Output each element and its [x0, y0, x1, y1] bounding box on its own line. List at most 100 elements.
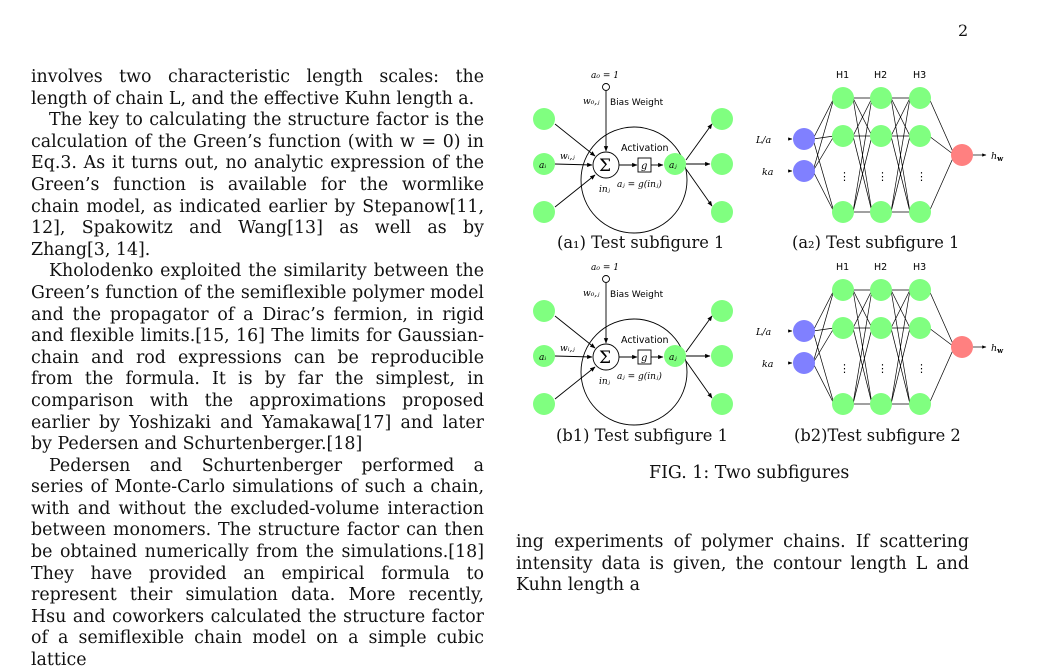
- input-node-ka: [793, 160, 815, 182]
- bias-weight-symbol: w₀,ⱼ: [583, 97, 600, 107]
- h2-label: H2: [874, 70, 887, 81]
- figure-caption: FIG. 1: Two subfigures: [649, 463, 850, 483]
- activation-label: Activation: [621, 335, 669, 346]
- activation-equation: aⱼ = g(inⱼ): [617, 371, 662, 382]
- output-node: [951, 336, 973, 358]
- bias-weight-symbol: w₀,ⱼ: [583, 289, 600, 299]
- h1-node-2: [832, 125, 854, 147]
- network-diagram-b2: H1 H2 H3 L/a ka hw ⋮ ⋮ ⋮: [755, 262, 1004, 415]
- output-node-bottom: [711, 201, 733, 223]
- h2-node-n: [870, 393, 892, 415]
- output-node: [951, 144, 973, 166]
- in-label: inⱼ: [599, 377, 611, 387]
- left-column: involves two characteristic length scale…: [31, 67, 484, 672]
- input-label-ka: ka: [762, 359, 774, 370]
- neuron-diagram-a1: a₀ = 1 w₀,ⱼ Bias Weight Activation Σ g a…: [533, 71, 733, 234]
- input-label-ka: ka: [762, 167, 774, 178]
- right-column: ing experiments of polymer chains. If sc…: [516, 532, 969, 597]
- h3-label: H3: [913, 262, 926, 273]
- activation-label: Activation: [621, 143, 669, 154]
- h2-node-1: [870, 279, 892, 301]
- output-label: hw: [991, 151, 1004, 163]
- activation-output-node: [664, 153, 686, 175]
- paragraph-1: involves two characteristic length scale…: [31, 67, 484, 109]
- h1-ellipsis: ⋮: [839, 362, 850, 375]
- sum-symbol: Σ: [599, 348, 611, 368]
- h1-node-n: [832, 201, 854, 223]
- output-symbol: aⱼ: [669, 161, 677, 171]
- input-node-top: [533, 300, 555, 322]
- sum-symbol: Σ: [599, 156, 611, 176]
- input-label-L-over-a: L/a: [755, 135, 772, 146]
- input-node-mid: [533, 153, 555, 175]
- h3-node-1: [909, 279, 931, 301]
- h2-node-2: [870, 317, 892, 339]
- network-diagram-a2: H1 H2 H3 L/a ka hw ⋮ ⋮ ⋮: [755, 70, 1004, 223]
- h1-node-2: [832, 317, 854, 339]
- bias-node: [602, 275, 610, 283]
- weight-symbol: wᵢ,ⱼ: [560, 152, 575, 162]
- paragraph-2: The key to calculating the structure fac…: [31, 110, 484, 260]
- in-label: inⱼ: [599, 185, 611, 195]
- neuron-diagram-b1: a₀ = 1 w₀,ⱼ Bias Weight Activation Σ g a…: [533, 263, 733, 426]
- input-node-bottom: [533, 201, 555, 223]
- h1-label: H1: [836, 70, 849, 81]
- input-node-L-over-a: [793, 128, 815, 150]
- h1-node-1: [832, 279, 854, 301]
- bias-input-label: a₀ = 1: [591, 71, 619, 81]
- output-node-mid: [711, 153, 733, 175]
- input-node-mid: [533, 345, 555, 367]
- input-symbol: aᵢ: [539, 353, 546, 363]
- output-node-mid: [711, 345, 733, 367]
- input-node-top: [533, 108, 555, 130]
- activation-equation: aⱼ = g(inⱼ): [617, 179, 662, 190]
- h1-label: H1: [836, 262, 849, 273]
- h2-ellipsis: ⋮: [877, 170, 888, 183]
- input-node-ka: [793, 352, 815, 374]
- network-connections: [788, 289, 987, 405]
- figure-graphics: a₀ = 1 w₀,ⱼ Bias Weight Activation Σ g a…: [533, 70, 1004, 426]
- h1-node-n: [832, 393, 854, 415]
- bias-node: [602, 83, 610, 91]
- h2-ellipsis: ⋮: [877, 362, 888, 375]
- activation-output-node: [664, 345, 686, 367]
- function-symbol: g: [641, 161, 647, 172]
- h3-node-n: [909, 201, 931, 223]
- output-label: hw: [991, 343, 1004, 355]
- weight-symbol: wᵢ,ⱼ: [560, 344, 575, 354]
- h3-label: H3: [913, 70, 926, 81]
- h3-ellipsis: ⋮: [916, 170, 927, 183]
- h3-node-2: [909, 125, 931, 147]
- input-symbol: aᵢ: [539, 161, 546, 171]
- h3-node-1: [909, 87, 931, 109]
- paragraph-4: Pedersen and Schurtenberger performed a …: [31, 455, 484, 671]
- output-node-top: [711, 300, 733, 322]
- h2-label: H2: [874, 262, 887, 273]
- h3-ellipsis: ⋮: [916, 362, 927, 375]
- h2-node-n: [870, 201, 892, 223]
- subcaption-a1: (a₁) Test subfigure 1: [557, 233, 725, 252]
- subcaption-b1: (b1) Test subfigure 1: [556, 426, 728, 445]
- output-node-top: [711, 108, 733, 130]
- right-paragraph-1: ing experiments of polymer chains. If sc…: [516, 532, 969, 596]
- subcaption-a2: (a₂) Test subfigure 1: [792, 233, 960, 252]
- bias-weight-label: Bias Weight: [610, 98, 664, 108]
- h1-ellipsis: ⋮: [839, 170, 850, 183]
- h3-node-2: [909, 317, 931, 339]
- h2-node-1: [870, 87, 892, 109]
- output-symbol: aⱼ: [669, 353, 677, 363]
- input-node-bottom: [533, 393, 555, 415]
- h2-node-2: [870, 125, 892, 147]
- page-number: 2: [958, 21, 969, 40]
- input-label-L-over-a: L/a: [755, 327, 772, 338]
- input-node-L-over-a: [793, 320, 815, 342]
- paragraph-3: Kholodenko exploited the similarity betw…: [31, 261, 484, 455]
- h1-node-1: [832, 87, 854, 109]
- subcaption-b2: (b2)Test subfigure 2: [794, 426, 961, 445]
- function-symbol: g: [641, 353, 647, 364]
- output-node-bottom: [711, 393, 733, 415]
- h3-node-n: [909, 393, 931, 415]
- bias-input-label: a₀ = 1: [591, 263, 619, 273]
- figure: a₀ = 1 w₀,ⱼ Bias Weight Activation Σ g a…: [508, 60, 1018, 490]
- bias-weight-label: Bias Weight: [610, 290, 664, 300]
